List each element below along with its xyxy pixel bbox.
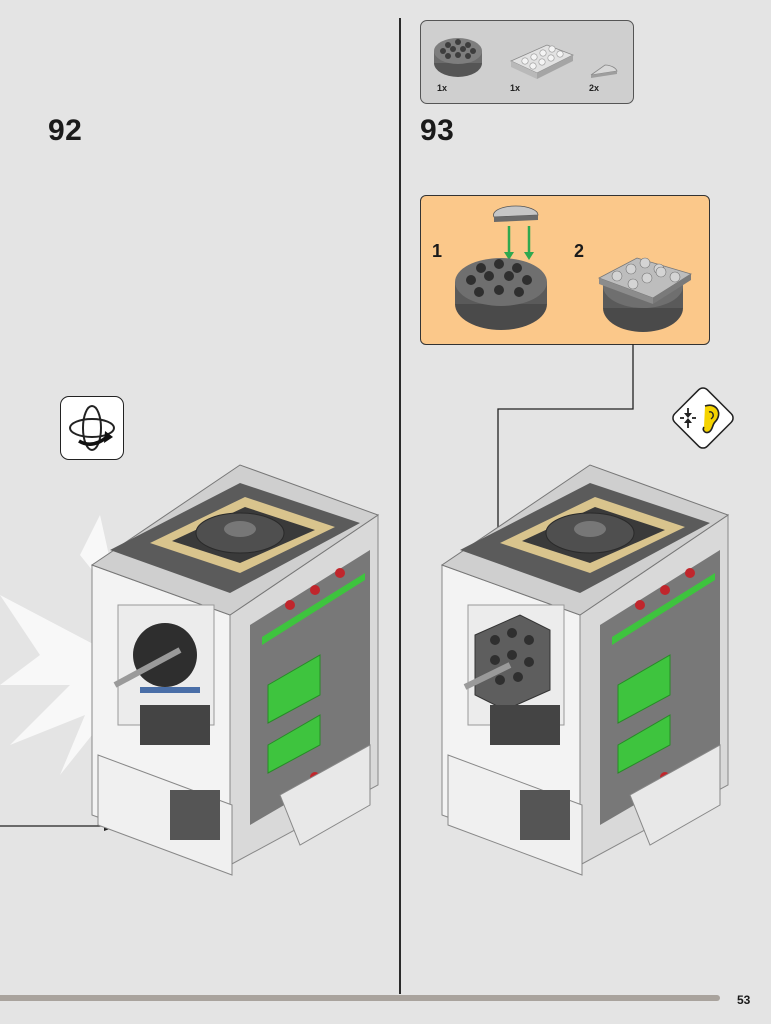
round-plate-icon: [455, 258, 547, 330]
half-round-tile-icon: [493, 205, 539, 222]
down-arrow-green-icon: [504, 226, 534, 260]
page-number: 53: [737, 993, 751, 1007]
step-number-93: 93: [420, 114, 455, 147]
half-round-tile-light-gray-icon: [590, 64, 618, 78]
installed-round-plate: [474, 614, 551, 711]
assembled-round-plate-icon: [598, 257, 692, 332]
plate-2x4-light-gray-icon: [510, 44, 574, 79]
parts-list-illustration: [434, 38, 618, 79]
sub-step-number-1: 1: [432, 241, 443, 261]
page-progress-bar: [0, 995, 720, 1001]
click-sound-ear-icon: [663, 378, 743, 458]
sub-step-number-2: 2: [574, 241, 585, 261]
model-step-93: [440, 464, 730, 876]
droid-body: [440, 464, 730, 876]
sub-assembly-illustration: [455, 205, 692, 332]
part-qty-1: 1x: [437, 83, 448, 93]
droid-body: [90, 464, 380, 876]
parts-list-box: 1x 1x 2x: [420, 20, 634, 104]
round-plate-dark-gray-icon: [434, 38, 482, 77]
step-number-92: 92: [48, 114, 83, 147]
part-qty-2: 1x: [510, 83, 521, 93]
model-step-92: [0, 464, 380, 876]
part-qty-3: 2x: [589, 83, 600, 93]
sub-assembly-panel: 1 2: [420, 195, 710, 345]
rotate-model-icon: [60, 396, 124, 460]
step-divider: [399, 18, 401, 994]
